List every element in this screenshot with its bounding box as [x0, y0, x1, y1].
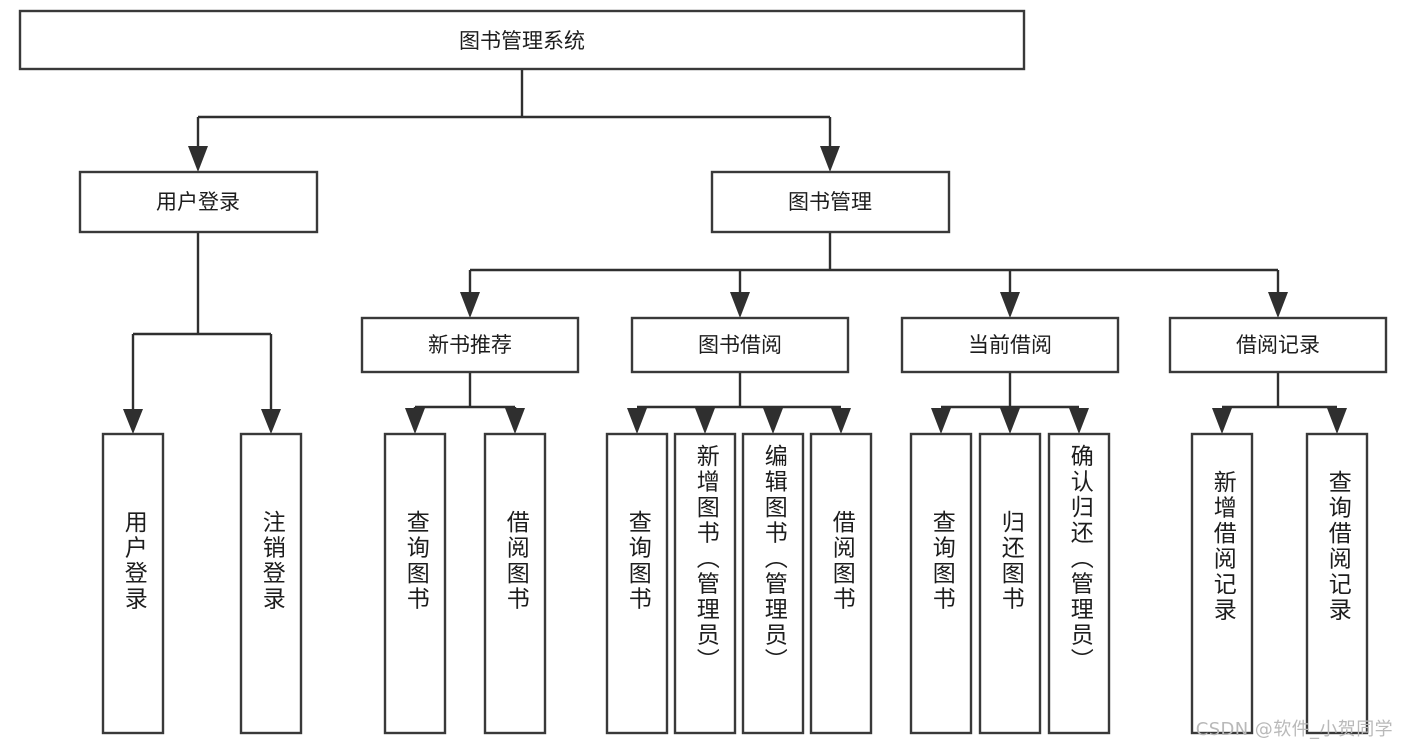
node-new-book-recommend[interactable]: 新书推荐 [360, 316, 580, 374]
node-user-login-box[interactable] [78, 170, 319, 234]
node-root[interactable]: 图书管理系统 [18, 9, 1026, 71]
arrow-to-borrow-record [1268, 292, 1288, 318]
connector-layer [123, 69, 1347, 434]
node-user-login[interactable]: 用户登录 [78, 170, 319, 234]
arrow-to-leaf-borrow-book-1 [505, 408, 525, 434]
node-user-login-label: 用户登录 [156, 190, 240, 214]
arrow-to-leaf-add-book [695, 408, 715, 434]
arrow-to-leaf-query-record [1327, 408, 1347, 434]
arrow-to-leaf-confirm-return [1069, 408, 1089, 434]
node-leaf-confirm-return-box[interactable] [1047, 432, 1111, 735]
node-current-borrow-box[interactable] [900, 316, 1120, 374]
node-book-manage-box[interactable] [710, 170, 951, 234]
arrow-to-leaf-edit-book [763, 408, 783, 434]
node-book-borrow-label: 图书借阅 [698, 333, 782, 357]
node-leaf-user-logout-box[interactable] [239, 432, 303, 735]
node-book-manage-label: 图书管理 [788, 190, 872, 214]
node-book-borrow-box[interactable] [630, 316, 850, 374]
arrow-to-leaf-user-logout [261, 409, 281, 434]
node-current-borrow[interactable]: 当前借阅 [900, 316, 1120, 374]
node-leaf-query-record-box[interactable] [1305, 432, 1369, 735]
arrow-to-book-borrow [730, 292, 750, 318]
arrow-to-new-book-recommend [460, 292, 480, 318]
node-new-book-recommend-label: 新书推荐 [428, 333, 512, 357]
node-root-box[interactable] [18, 9, 1026, 71]
node-root-label: 图书管理系统 [459, 29, 585, 53]
arrow-to-leaf-borrow-book-2 [831, 408, 851, 434]
node-borrow-record-box[interactable] [1168, 316, 1388, 374]
node-leaf-user-login-box[interactable] [101, 432, 165, 735]
node-book-manage[interactable]: 图书管理 [710, 170, 951, 234]
node-new-book-recommend-box[interactable] [360, 316, 580, 374]
leaf-box-layer [101, 432, 1369, 735]
arrow-to-user-login [188, 146, 208, 172]
arrow-to-book-manage [820, 146, 840, 172]
arrow-to-leaf-query-book-3 [931, 408, 951, 434]
node-leaf-return-book-box[interactable] [978, 432, 1042, 735]
node-leaf-query-book-1-box[interactable] [383, 432, 447, 735]
node-leaf-query-book-2-box[interactable] [605, 432, 669, 735]
node-leaf-add-book-box[interactable] [673, 432, 737, 735]
node-leaf-edit-book-box[interactable] [741, 432, 805, 735]
arrow-to-current-borrow [1000, 292, 1020, 318]
node-borrow-record[interactable]: 借阅记录 [1168, 316, 1388, 374]
arrow-to-leaf-return-book [1000, 408, 1020, 434]
node-leaf-add-record-box[interactable] [1190, 432, 1254, 735]
node-borrow-record-label: 借阅记录 [1236, 333, 1320, 357]
node-leaf-query-book-3-box[interactable] [909, 432, 973, 735]
node-leaf-borrow-book-2-box[interactable] [809, 432, 873, 735]
node-book-borrow[interactable]: 图书借阅 [630, 316, 850, 374]
node-leaf-borrow-book-1-box[interactable] [483, 432, 547, 735]
arrow-to-leaf-query-book-1 [405, 408, 425, 434]
csdn-watermark: CSDN @软件_小贺同学 [1195, 719, 1393, 740]
arrow-to-leaf-query-book-2 [627, 408, 647, 434]
arrow-to-leaf-add-record [1212, 408, 1232, 434]
node-current-borrow-label: 当前借阅 [968, 333, 1052, 357]
arrow-to-leaf-user-login [123, 409, 143, 434]
